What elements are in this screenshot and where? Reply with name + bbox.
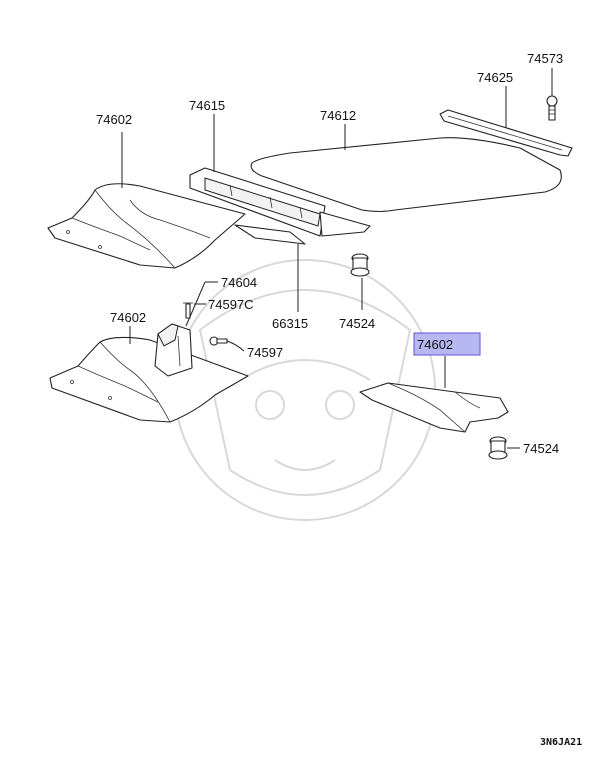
part-74602-lower[interactable]	[49, 326, 249, 423]
part-66315-panel[interactable]	[234, 224, 306, 312]
part-74597c-screw[interactable]	[183, 302, 206, 319]
callout-74612: 74612	[320, 108, 356, 123]
callout-74602-lower: 74602	[110, 310, 146, 325]
part-74597-clip[interactable]	[209, 336, 245, 352]
part-74615-tray[interactable]	[189, 114, 371, 237]
part-74602-upper[interactable]	[47, 132, 246, 269]
callout-74524-lower: 74524	[523, 441, 559, 456]
callout-74615: 74615	[189, 98, 225, 113]
callout-74604: 74604	[221, 275, 257, 290]
part-74625-strip[interactable]	[439, 86, 573, 157]
part-74524-clip-upper[interactable]	[350, 253, 370, 310]
callout-74524-upper: 74524	[339, 316, 375, 331]
callout-66315: 66315	[272, 316, 308, 331]
callout-74602-upper: 74602	[96, 112, 132, 127]
callout-74602-highlighted: 74602	[417, 337, 453, 352]
part-74524-clip-lower[interactable]	[488, 436, 520, 460]
part-74612-mat[interactable]	[250, 124, 562, 213]
callout-74597c: 74597C	[208, 297, 254, 312]
callout-74573: 74573	[527, 51, 563, 66]
part-74573-clip[interactable]	[546, 68, 558, 121]
highlight-box	[413, 332, 481, 356]
diagram-code: 3N6JA21	[540, 737, 582, 748]
part-74602-right[interactable]	[359, 356, 509, 433]
callout-74597: 74597	[247, 345, 283, 360]
callout-74625: 74625	[477, 70, 513, 85]
